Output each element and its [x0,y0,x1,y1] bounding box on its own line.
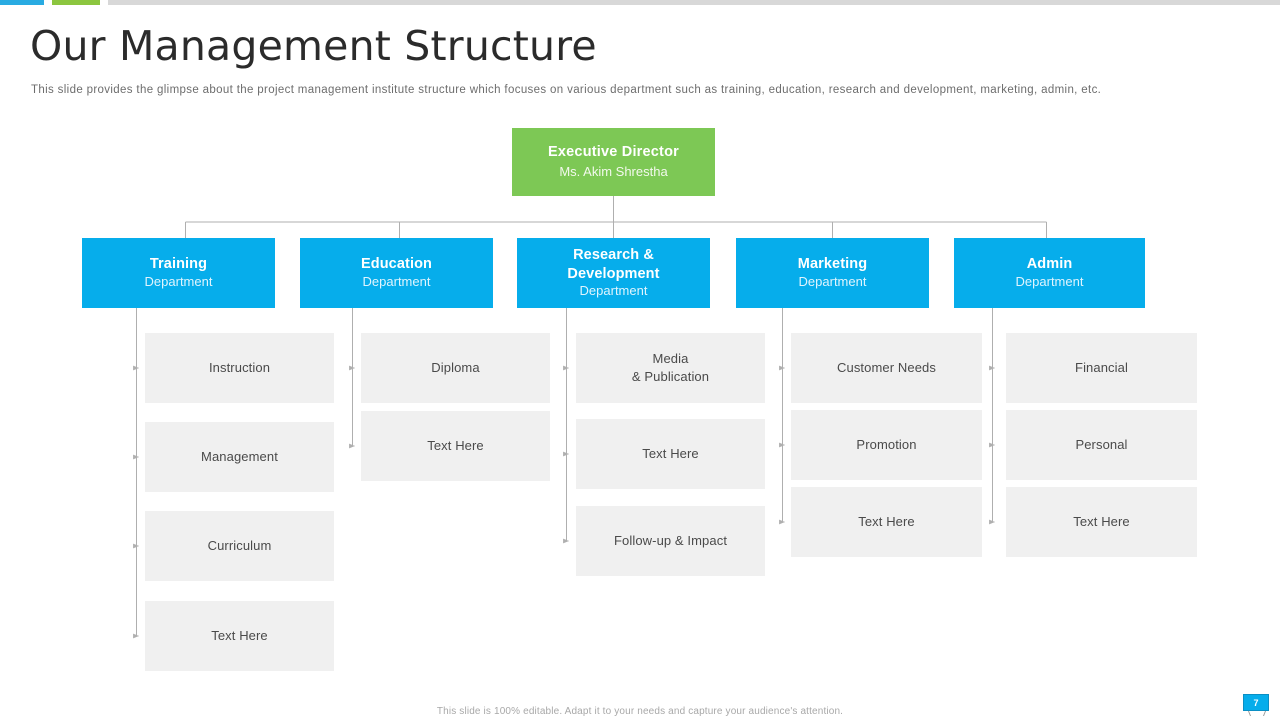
department-marketing-name: Marketing [797,256,868,273]
leaf-label: Text Here [211,628,268,644]
leaf-training-instruction[interactable]: Instruction [145,333,334,403]
leaf-label-line1: Media [652,351,689,367]
node-department-training[interactable]: Training Department [82,238,275,308]
leaf-marketing-customer-needs[interactable]: Customer Needs [791,333,982,403]
node-department-admin[interactable]: Admin Department [954,238,1145,308]
page-number-badge: 7 [1243,694,1269,711]
leaf-label: Personal [1075,437,1128,453]
leaf-label: Management [201,449,278,465]
leaf-rnd-media-and-publication[interactable]: Media & Publication [576,333,765,403]
executive-director-name: Ms. Akim Shrestha [559,164,668,179]
leaf-label: Promotion [856,437,917,453]
leaf-label: Financial [1075,360,1128,376]
leaf-education-diploma[interactable]: Diploma [361,333,550,403]
leaf-label: Curriculum [207,538,272,554]
department-education-subtitle: Department [362,273,431,289]
leaf-marketing-text-here[interactable]: Text Here [791,487,982,557]
department-training-subtitle: Department [144,273,213,289]
leaf-label-line2: & Publication [631,369,710,384]
leaf-label: Text Here [642,446,699,462]
department-training-name: Training [149,256,208,273]
top-accent-bar [0,0,1280,5]
department-marketing-subtitle: Department [798,273,867,289]
department-rnd-name-line2: Development [567,265,660,282]
accent-segment-gray [108,0,1280,5]
page-subtitle: This slide provides the glimpse about th… [31,84,1102,96]
node-department-research-and-development[interactable]: Research & Development Department [517,238,710,308]
executive-director-title: Executive Director [548,144,679,161]
page-title: Our Management Structure [30,22,597,70]
node-executive-director[interactable]: Executive Director Ms. Akim Shrestha [512,128,715,196]
leaf-training-curriculum[interactable]: Curriculum [145,511,334,581]
leaf-admin-financial[interactable]: Financial [1006,333,1197,403]
accent-segment-blue [0,0,44,5]
department-rnd-subtitle: Department [579,283,648,299]
leaf-label: Text Here [427,438,484,454]
leaf-training-text-here[interactable]: Text Here [145,601,334,671]
node-department-education[interactable]: Education Department [300,238,493,308]
board-leg-right [1255,711,1267,716]
leaf-rnd-text-here[interactable]: Text Here [576,419,765,489]
footer-note: This slide is 100% editable. Adapt it to… [436,706,844,717]
leaf-label: Text Here [1073,514,1130,530]
leaf-label: Instruction [208,360,271,376]
leaf-rnd-follow-up-and-impact[interactable]: Follow-up & Impact [576,506,765,576]
leaf-marketing-promotion[interactable]: Promotion [791,410,982,480]
leaf-training-management[interactable]: Management [145,422,334,492]
presentation-board-icon: 7 [1243,694,1269,716]
leaf-label: Follow-up & Impact [613,533,728,549]
leaf-label: Customer Needs [837,360,936,376]
leaf-education-text-here[interactable]: Text Here [361,411,550,481]
leaf-label: Diploma [431,360,480,376]
node-department-marketing[interactable]: Marketing Department [736,238,929,308]
department-admin-subtitle: Department [1015,273,1084,289]
department-admin-name: Admin [1026,256,1073,273]
leaf-admin-personal[interactable]: Personal [1006,410,1197,480]
department-education-name: Education [361,256,432,273]
leaf-admin-text-here[interactable]: Text Here [1006,487,1197,557]
accent-segment-green [52,0,100,5]
leaf-label: Text Here [858,514,915,530]
department-rnd-name-line1: Research & [573,247,654,263]
